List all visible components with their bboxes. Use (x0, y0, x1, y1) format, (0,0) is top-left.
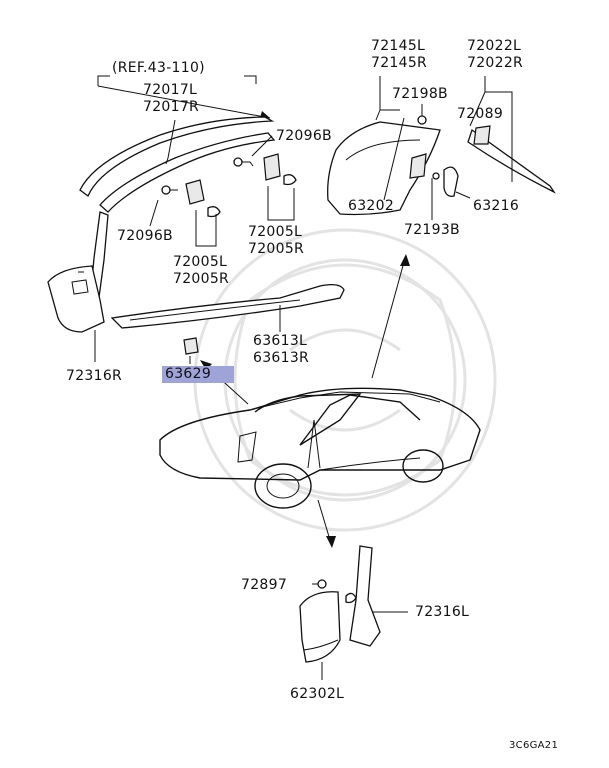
watermark-emblem (193, 228, 497, 532)
part-label-62302L: 62302L (290, 686, 345, 702)
part-label-72005R-right: 72005R (248, 241, 305, 257)
part-label-63202: 63202 (348, 198, 395, 214)
part-label-72096B-upper: 72096B (276, 128, 332, 144)
part-label-63629-highlighted[interactable]: 63629 (162, 366, 234, 383)
roof-rail-part (79, 116, 276, 213)
part-label-72017L: 72017L (143, 82, 198, 98)
a-pillar-trim (47, 211, 109, 362)
part-label-72022L: 72022L (467, 38, 522, 54)
part-label-72005L-right: 72005L (248, 224, 303, 240)
part-label-63613R: 63613R (253, 350, 310, 366)
part-label-72316L: 72316L (415, 604, 470, 620)
lower-trim-parts (299, 545, 408, 680)
part-label-72005L-left: 72005L (173, 254, 228, 270)
part-label-72145L: 72145L (371, 38, 426, 54)
part-label-72096B-left: 72096B (117, 228, 173, 244)
quarter-trim-part (327, 76, 471, 220)
car-illustration (159, 387, 481, 509)
part-label-72316R: 72316R (66, 368, 123, 384)
part-label-72193B: 72193B (404, 222, 460, 238)
ref-label: (REF.43-110) (112, 60, 205, 76)
part-label-72198B: 72198B (392, 86, 448, 102)
part-label-72022R: 72022R (467, 55, 524, 71)
part-label-72017R: 72017R (143, 99, 200, 115)
fasteners-upper-left (149, 135, 297, 247)
side-strip-part (467, 76, 556, 194)
sill-plate-part (110, 284, 345, 332)
clip-63629 (183, 337, 199, 364)
part-label-72005R-left: 72005R (173, 271, 230, 287)
part-label-72089: 72089 (457, 106, 504, 122)
drawing-code: 3C6GA21 (509, 740, 559, 751)
part-label-72897: 72897 (241, 577, 288, 593)
part-label-63216: 63216 (473, 198, 520, 214)
ref-bracket (97, 75, 271, 119)
part-label-72145R: 72145R (371, 55, 428, 71)
part-label-63613L: 63613L (253, 333, 308, 349)
